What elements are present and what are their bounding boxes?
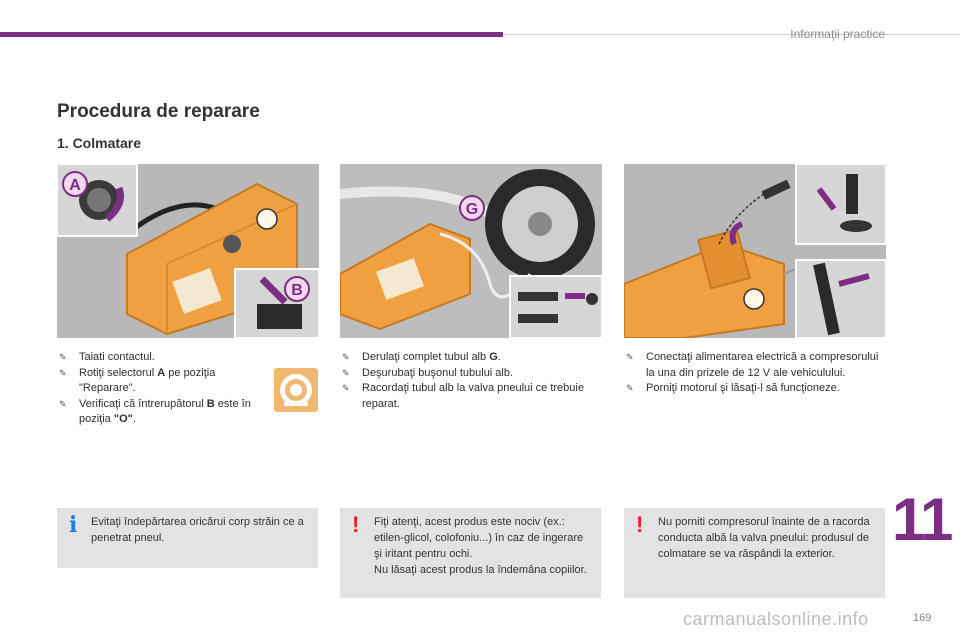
steps-column-1: ✎ Taiati contactul. ✎ Rotiţi selectorul … [57, 350, 269, 428]
label-b-badge [284, 276, 310, 302]
step-item: ✎ Rotiţi selectorul A pe poziţia "Repara… [59, 366, 216, 395]
step-item: ✎ Deşurubaţi buşonul tubului alb. [340, 366, 590, 382]
bullet-icon: ✎ [626, 352, 634, 362]
chapter-number: 11 [892, 486, 953, 553]
bullet-icon: ✎ [342, 352, 350, 362]
watermark: carmanualsonline.info [683, 609, 869, 629]
warning-note-harmful: ! Fiţi atenţi, acest produs este nociv (… [340, 508, 601, 598]
label-b: B [291, 282, 303, 299]
warning-note-compressor: ! Nu porniti compresorul înainte de a ra… [624, 508, 885, 598]
step-item: ✎ Derulaţi complet tubul alb G. [340, 350, 590, 366]
step-item: ✎ Conectaţi alimentarea electrică a comp… [626, 351, 879, 379]
section-subtitle: 1. Colmatare [57, 135, 142, 151]
warning-icon: ! [636, 512, 644, 537]
label-a-badge [62, 171, 88, 197]
label-g-badge [459, 195, 485, 221]
page-title: Procedura de reparare [57, 101, 260, 122]
header-accent-bar [0, 32, 503, 37]
steps-column-3: ✎ Conectaţi alimentarea electrică a comp… [624, 350, 882, 397]
warning-icon: ! [352, 512, 360, 537]
info-icon: i [69, 512, 78, 538]
illustration-power-connection [624, 164, 886, 338]
step-item: ✎ Verificaţi că întrerupătorul B este în… [59, 397, 251, 426]
info-note: i Evitaţi îndepărtarea oricărui corp str… [57, 508, 318, 568]
illustration-tube-to-tyre: G [340, 164, 602, 338]
illustration-compressor-selector: A B [57, 164, 319, 338]
bullet-icon: ✎ [59, 367, 67, 378]
bullet-icon: ✎ [59, 352, 67, 362]
label-g: G [466, 201, 478, 218]
bullet-icon: ✎ [342, 383, 350, 393]
step-item: ✎ Taiati contactul. [57, 350, 269, 366]
step-item: ✎ Racordaţi tubul alb la valva pneului c… [342, 382, 584, 410]
bullet-icon: ✎ [59, 398, 67, 409]
steps-column-2: ✎ Derulaţi complet tubul alb G. ✎ Deşuru… [340, 350, 590, 412]
header-divider [503, 34, 960, 35]
label-a: A [69, 177, 81, 194]
section-label: Informaţii practice [790, 27, 885, 41]
bullet-icon: ✎ [342, 367, 350, 378]
page-number: 169 [913, 612, 932, 624]
step-item: ✎ Porniţi motorul şi lăsaţi-l să funcţio… [624, 381, 882, 397]
dial-icon [274, 368, 318, 412]
bullet-icon: ✎ [626, 383, 634, 393]
